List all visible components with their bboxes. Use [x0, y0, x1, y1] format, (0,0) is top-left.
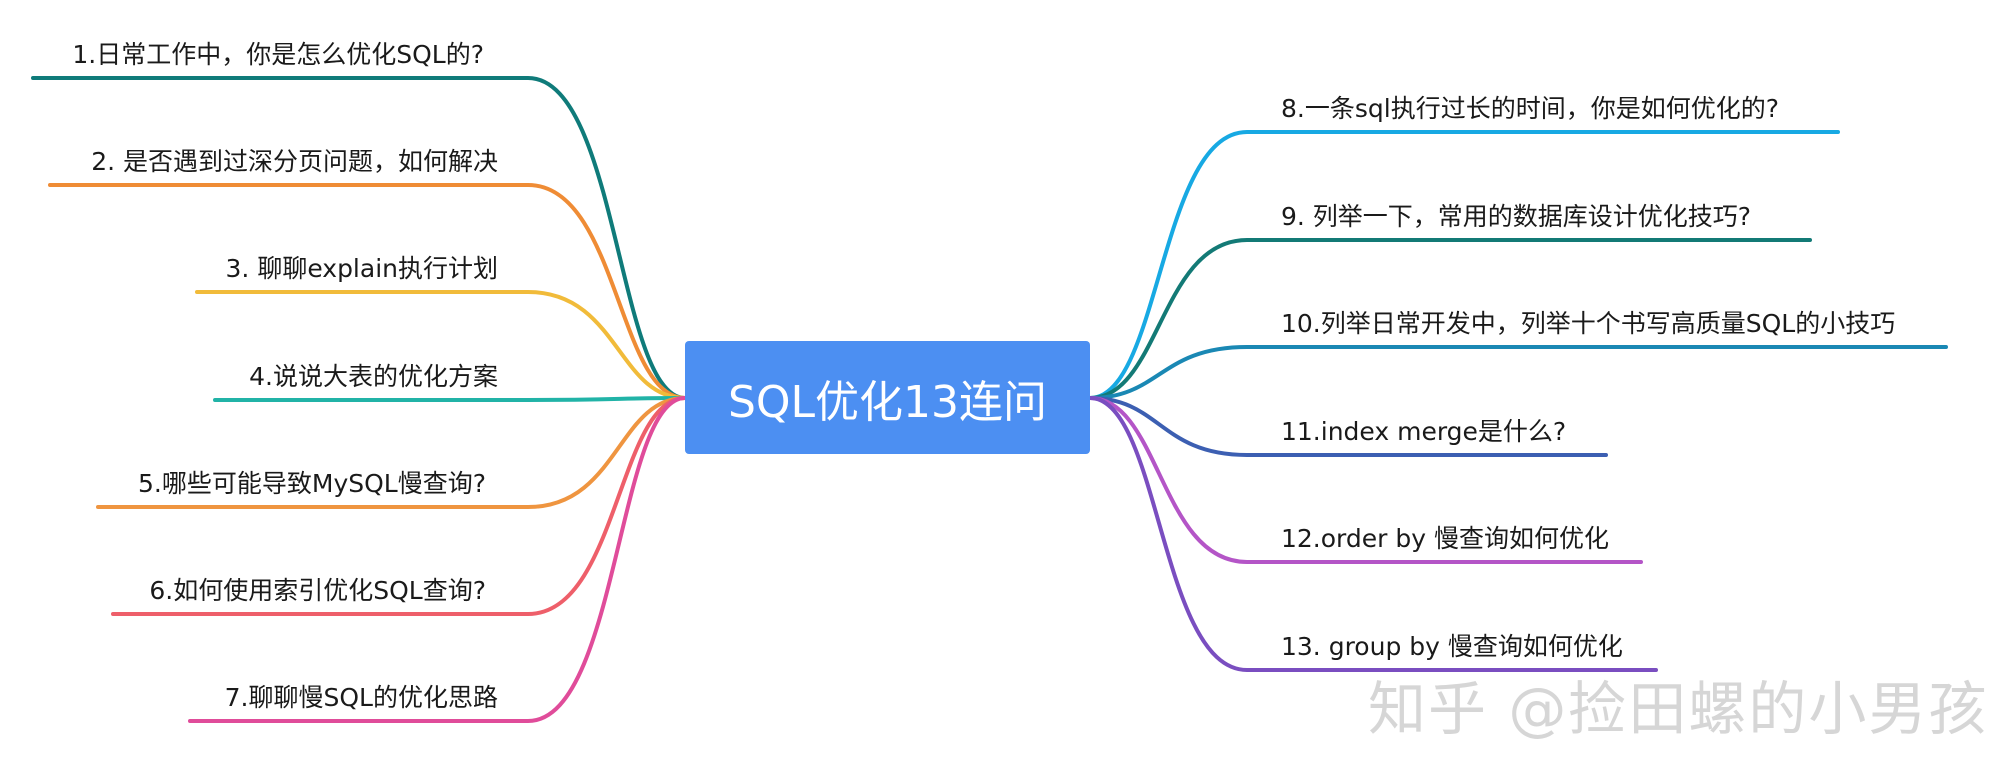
branch-label-7[interactable]: 7.聊聊慢SQL的优化思路: [224, 683, 498, 712]
branch-label-5[interactable]: 5.哪些可能导致MySQL慢查询?: [138, 469, 486, 498]
root-label: SQL优化13连问: [727, 376, 1048, 428]
branch-connector-2: [48, 183, 687, 400]
branch-label-3[interactable]: 3. 聊聊explain执行计划: [225, 254, 498, 283]
branch-label-6[interactable]: 6.如何使用索引优化SQL查询?: [149, 576, 486, 605]
branch-label-4[interactable]: 4.说说大表的优化方案: [249, 362, 498, 391]
branch-connector-6: [111, 396, 687, 616]
watermark: 知乎 @捡田螺的小男孩: [1368, 675, 1989, 743]
branch-connector-11: [1088, 396, 1608, 457]
branch-connector-12: [1088, 396, 1643, 564]
branch-label-8[interactable]: 8.一条sql执行过长的时间，你是如何优化的?: [1281, 94, 1779, 123]
branch-label-13[interactable]: 13. group by 慢查询如何优化: [1281, 632, 1623, 661]
branch-label-10[interactable]: 10.列举日常开发中，列举十个书写高质量SQL的小技巧: [1281, 309, 1896, 338]
branch-connector-9: [1088, 238, 1812, 400]
branch-connector-10: [1088, 345, 1948, 400]
branch-connector-7: [188, 396, 687, 723]
branch-label-12[interactable]: 12.order by 慢查询如何优化: [1281, 524, 1609, 553]
branch-label-2[interactable]: 2. 是否遇到过深分页问题，如何解决: [91, 147, 498, 176]
branch-connector-1: [31, 76, 687, 400]
branch-connector-4: [213, 396, 687, 402]
branch-label-9[interactable]: 9. 列举一下，常用的数据库设计优化技巧?: [1281, 202, 1752, 231]
branch-connector-3: [195, 290, 687, 400]
branch-connector-5: [96, 396, 687, 509]
branch-connector-13: [1088, 396, 1658, 672]
branch-label-11[interactable]: 11.index merge是什么?: [1281, 417, 1567, 446]
branch-label-1[interactable]: 1.日常工作中，你是怎么优化SQL的?: [72, 40, 484, 69]
root-node[interactable]: SQL优化13连问: [685, 341, 1090, 454]
branch-connector-8: [1088, 130, 1840, 400]
